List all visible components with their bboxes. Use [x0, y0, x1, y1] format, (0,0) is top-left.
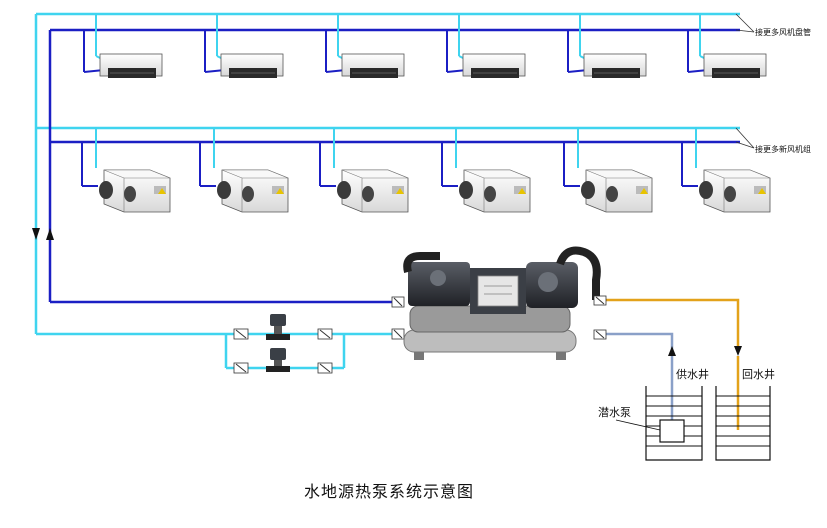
fan-coil-unit — [325, 14, 405, 78]
fan-coil-unit — [567, 14, 647, 78]
fresh-air-unit — [81, 128, 171, 213]
return-well-label: 回水井 — [742, 368, 775, 381]
vertical-pump-icon — [266, 314, 290, 340]
supply-well — [615, 386, 703, 461]
fresh-air-unit — [441, 128, 531, 213]
supply-well-label: 供水井 — [676, 368, 709, 381]
valve-icon — [391, 296, 405, 308]
fresh-air-unit — [563, 128, 653, 213]
valve-icon — [233, 328, 249, 340]
valve-icon — [233, 362, 249, 374]
fan-coil-unit — [204, 14, 284, 78]
valve-icon — [317, 362, 333, 374]
valve-icon — [391, 328, 405, 340]
fan-coil-unit — [446, 14, 526, 78]
fresh-air-unit — [319, 128, 409, 213]
fresh-air-header-pipes — [36, 126, 755, 149]
fresh-air-unit — [681, 128, 771, 213]
fan-coil-unit — [687, 14, 767, 78]
valve-icon — [593, 329, 607, 340]
fan-coil-units — [83, 14, 767, 78]
submersible-pump-icon — [659, 419, 685, 443]
valve-icon — [317, 328, 333, 340]
fresh-air-unit — [199, 128, 289, 213]
fan-coil-unit — [83, 14, 163, 78]
fan-coil-header-pipes — [36, 12, 755, 33]
return-well — [715, 386, 771, 461]
fan-coil-more-label: 接更多风机盘管 — [755, 28, 811, 37]
fresh-air-units — [81, 128, 771, 213]
diagram-title: 水地源热泵系统示意图 — [304, 482, 475, 501]
valve-icon — [593, 295, 607, 306]
water-source-heat-pump-icon — [403, 246, 601, 360]
circulation-pump-loop — [224, 296, 405, 374]
vertical-pump-icon — [266, 348, 290, 372]
submersible-pump-label: 潜水泵 — [598, 406, 631, 419]
main-risers — [32, 14, 400, 336]
fresh-air-more-label: 接更多新风机组 — [755, 145, 811, 154]
well-piping — [593, 295, 742, 430]
